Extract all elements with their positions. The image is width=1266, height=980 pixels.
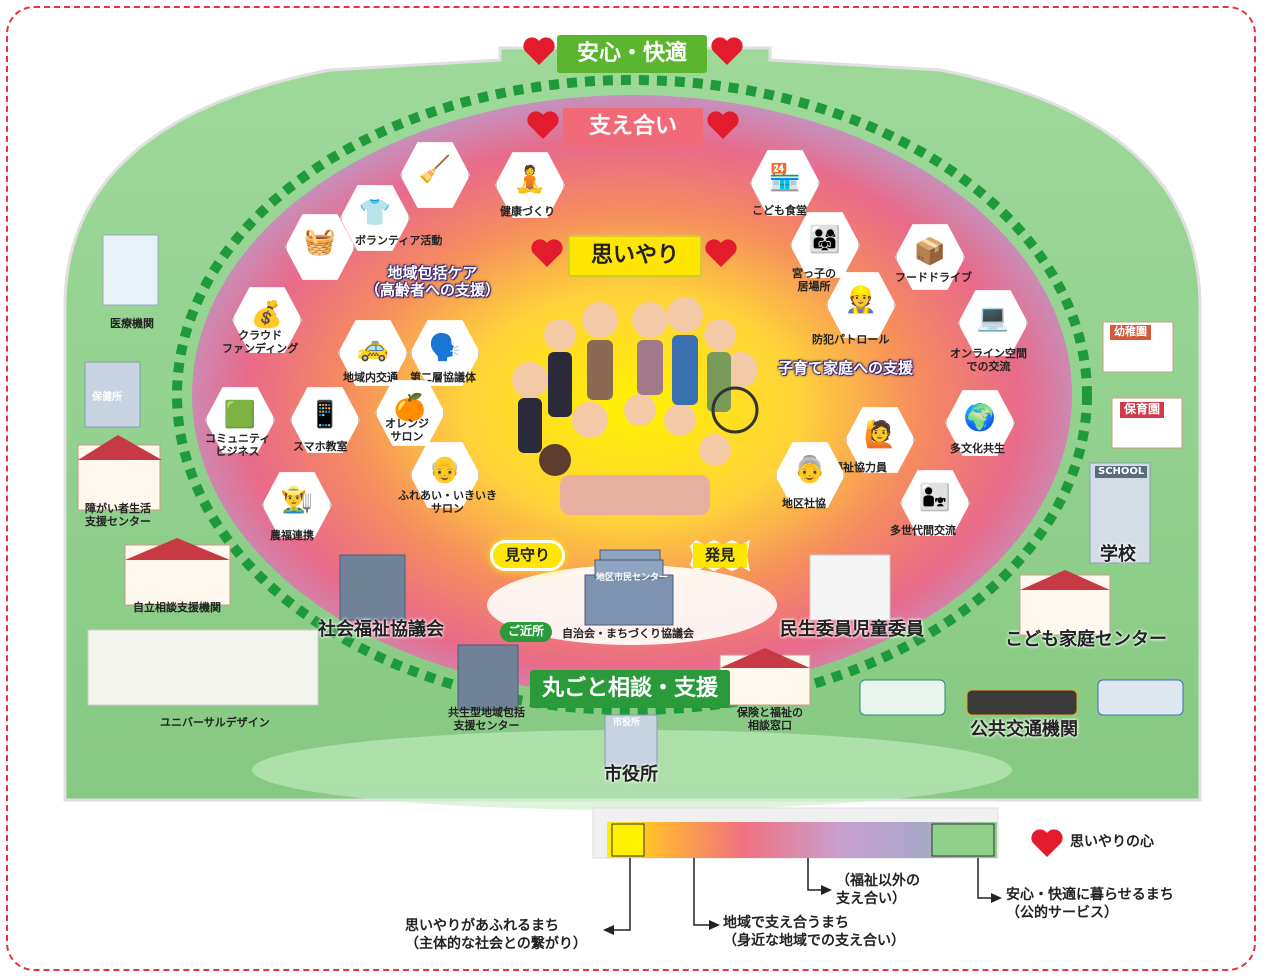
- sign-youchien: 幼稚園: [1110, 325, 1151, 340]
- legend-chiiki-machi: 地域で支え合うまち （身近な地域での支え合い）: [723, 915, 905, 949]
- sign-hokenjo: 保健所: [92, 392, 122, 403]
- heart-icon: [711, 37, 743, 65]
- label-taxi: 地域内交通: [343, 371, 398, 384]
- hex-kodomo-shokudo: 🏪: [750, 150, 820, 216]
- badge-hakken: 発見: [690, 540, 751, 572]
- heart-icon: [707, 111, 739, 139]
- hex-online: 💻: [958, 290, 1028, 356]
- label-gakko: 学校: [1100, 544, 1136, 565]
- label-chiiki-care: 地域包括ケア （高齢者への支援）: [365, 264, 501, 300]
- label-crowd: クラウド ファンディング: [222, 329, 299, 355]
- banner-anshin: 安心・快適: [557, 35, 707, 73]
- label-fukushi-kyoryokuin: 福祉協力員: [832, 461, 887, 474]
- label-jiritsu: 自立相談支援機関: [133, 601, 221, 614]
- badge-gokinjo: ご近所: [500, 622, 553, 642]
- sign-school: SCHOOL: [1095, 466, 1148, 478]
- heart-icon: [705, 239, 737, 267]
- label-shakyo: 社会福祉協議会: [318, 619, 444, 640]
- hex-miyakko: 👨‍👩‍👧: [790, 212, 860, 278]
- label-tabunka: 多文化共生: [950, 442, 1005, 455]
- label-shiyakusho: 市役所: [604, 764, 658, 785]
- label-jichikai: 自治会・まちづくり協議会: [562, 627, 694, 640]
- label-orange: オレンジ サロン: [385, 417, 429, 443]
- label-miyakko: 宮っ子の 居場所: [792, 267, 836, 293]
- label-online: オンライン空間 での交流: [950, 347, 1027, 373]
- label-shogai: 障がい者生活 支援センター: [85, 502, 151, 528]
- hex-patrol: 👷: [826, 272, 896, 338]
- legend-anshin-machi: 安心・快適に暮らせるまち （公的サービス）: [1006, 887, 1174, 921]
- outer-frame: [6, 6, 1256, 971]
- legend-omoiyari-machi: 思いやりがあふれるまち （主体的な社会との繋がり）: [405, 918, 587, 952]
- hex-food: 📦: [895, 224, 965, 290]
- label-kotsu: 公共交通機関: [970, 719, 1078, 740]
- legend-heart-icon: [1031, 829, 1063, 857]
- badge-mimamori: 見守り: [490, 540, 566, 572]
- label-community: コミュニティ ビジネス: [205, 432, 271, 458]
- hex-tabunka: 🌍: [945, 390, 1015, 456]
- hex-chiku-shakyo: 👵: [775, 442, 845, 508]
- label-iryo: 医療機関: [110, 317, 154, 330]
- label-chiku-shakyo: 地区社協: [782, 497, 826, 510]
- label-kenko: 健康づくり: [500, 205, 555, 218]
- sign-center: 地区市民センター: [596, 573, 669, 583]
- banner-sasaeai: 支え合い: [563, 108, 703, 146]
- label-kodomo-shokudo: こども食堂: [752, 204, 807, 217]
- label-hoken: 保険と福祉の 相談窓口: [737, 706, 803, 732]
- hex-tasedai: 👨‍👧: [900, 470, 970, 536]
- label-smartphone: スマホ教室: [293, 440, 348, 453]
- heart-icon: [527, 111, 559, 139]
- legend-heart-label: 思いやりの心: [1070, 834, 1154, 850]
- sign-hoikuen: 保育園: [1120, 402, 1165, 418]
- heart-icon: [531, 239, 563, 267]
- legend-fukushi-igai: （福祉以外の 支え合い）: [836, 873, 920, 907]
- banner-marugoto: 丸ごと相談・支援: [530, 670, 730, 708]
- label-fureai: ふれあい・いきいき サロン: [398, 489, 497, 515]
- label-kodomo-katei: こども家庭センター: [1005, 629, 1167, 650]
- label-tasedai: 多世代間交流: [890, 524, 956, 537]
- heart-icon: [523, 37, 555, 65]
- banner-omoiyari: 思いやり: [568, 235, 702, 277]
- hex-fukushi-kyoryokuin: 🙋: [845, 407, 915, 473]
- label-noufuku: 農福連携: [270, 529, 314, 542]
- label-patrol: 防犯パトロール: [812, 333, 890, 346]
- label-universal: ユニバーサルデザイン: [160, 716, 270, 729]
- label-kosodate: 子育て家庭への支援: [778, 359, 914, 377]
- label-food: フードドライブ: [895, 271, 972, 284]
- label-volunteer: ボランティア活動: [355, 234, 443, 247]
- label-minsei: 民生委員児童委員: [780, 619, 924, 640]
- sign-shiyakusho: 市役所: [613, 718, 641, 728]
- label-kyosei: 共生型地域包括 支援センター: [448, 706, 525, 732]
